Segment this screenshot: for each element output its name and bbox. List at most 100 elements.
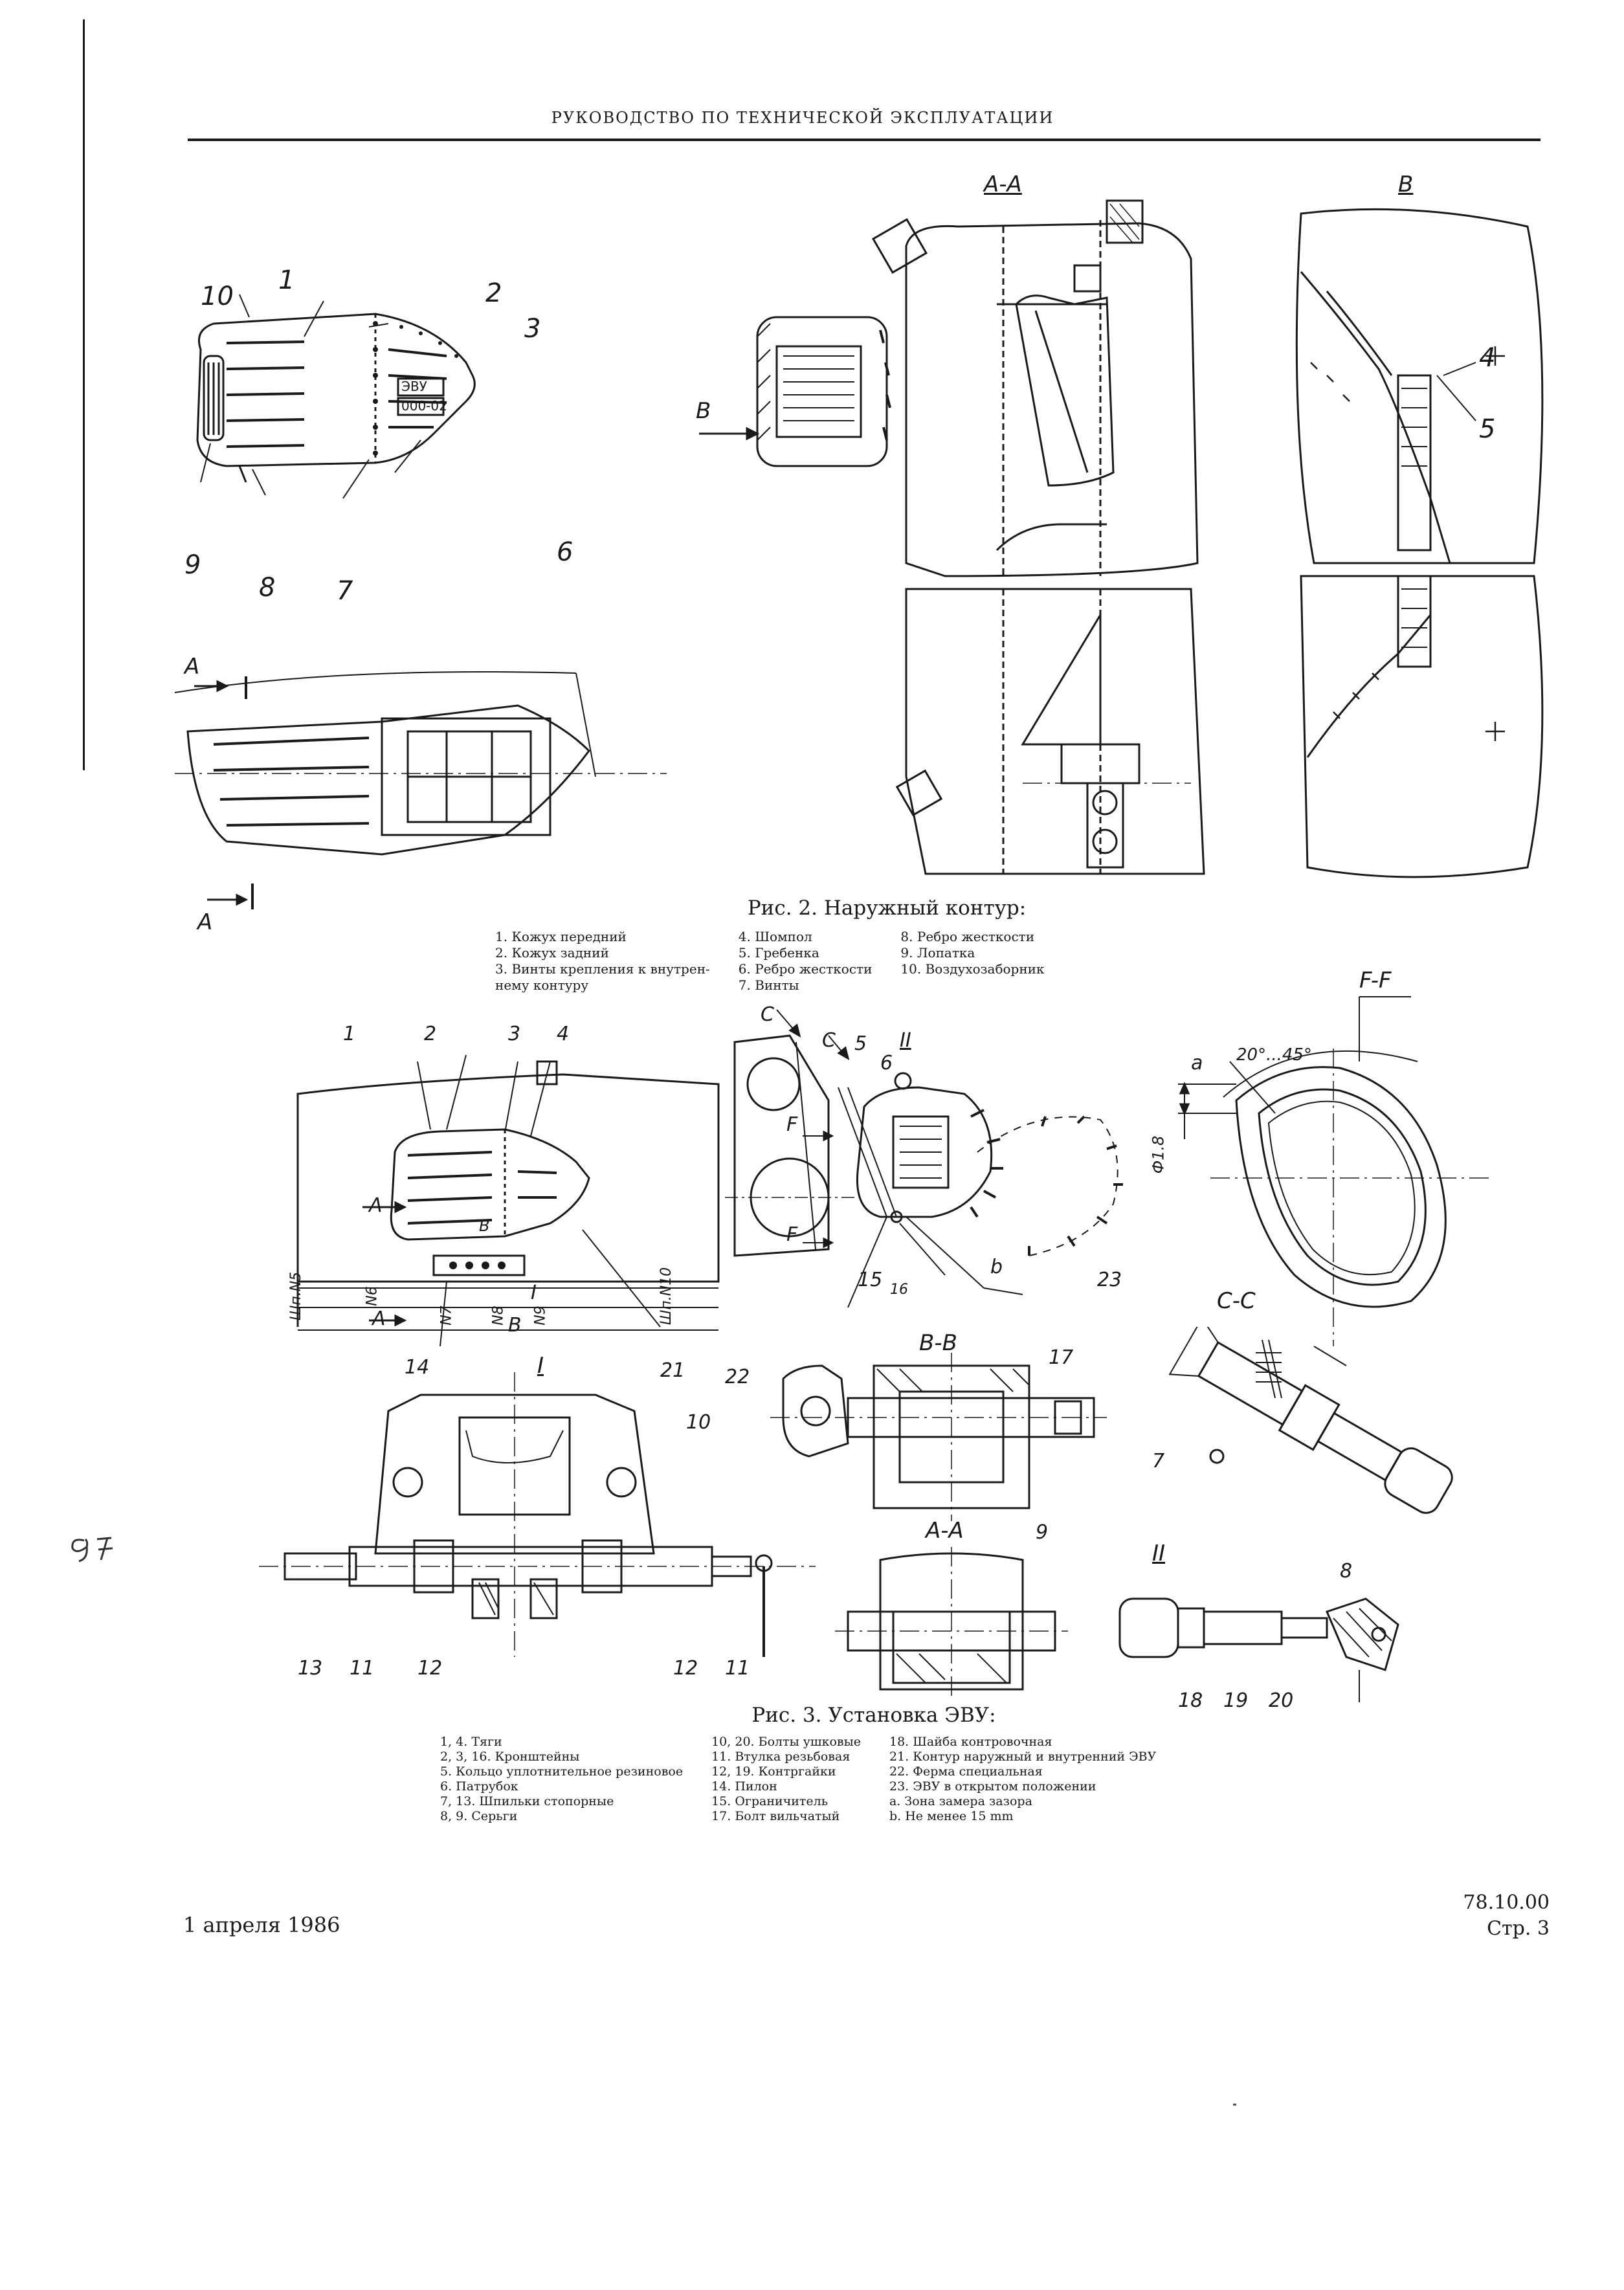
fig3-install-side: 1 2 3 4 А В А В I Шп.N5 N6 N7 N8 N9 Шп.N… (272, 1023, 725, 1398)
fig3-callout-7: 7 (1152, 1450, 1165, 1473)
fig3-legend-item: 1, 4. Тяги (440, 1735, 502, 1749)
fig3-legend: 1, 4. Тяги 2, 3, 16. Кронштейны 5. Кольц… (440, 1735, 1156, 1824)
footer-doc-code: 78.10.00 (1463, 1891, 1550, 1914)
fig3-legend-col-3: 18. Шайба контровочная 21. Контур наружн… (889, 1735, 1156, 1824)
fig3-section-ff: F-F a 20°...45° Ф1.8 (1149, 968, 1528, 1385)
fig3-legend-col-1: 1, 4. Тяги 2, 3, 16. Кронштейны 5. Кольц… (440, 1735, 683, 1824)
fig3-section-aa: А-А 9 (835, 1518, 1068, 1696)
fig2-legend-item: 9. Лопатка (900, 945, 975, 961)
fig3-arrow-c-2: С (822, 1029, 836, 1052)
handwritten-page-number (65, 1528, 129, 1569)
fig2-callout-9: 9 (184, 550, 201, 580)
fig3-frame-7: N7 (438, 1306, 455, 1326)
fig3-callout-12a: 12 (417, 1657, 443, 1680)
fig3-arrow-a-2: А (372, 1307, 386, 1330)
fig3-callout-1: 1 (343, 1023, 356, 1045)
fig2-arrow-a-top: А (184, 654, 200, 680)
fig2-legend-col-2: 4. Шомпол 5. Гребенка 6. Ребро жесткости… (739, 929, 873, 994)
fig3-callout-13: 13 (298, 1657, 323, 1680)
fig2-legend-item: 4. Шомпол (738, 929, 812, 944)
footer-code-block: 78.10.00 Стр. 3 (1463, 1890, 1550, 1942)
fig2-side-view: 10 1 2 3 ЭВУ 000-02 9 8 7 6 (175, 265, 667, 628)
fig2-callout-10: 10 (201, 282, 234, 311)
fig3-diameter: Ф1.8 (1149, 1135, 1168, 1174)
fig3-frame-9: N9 (532, 1306, 549, 1326)
fig3-legend-item: 8, 9. Серьги (440, 1809, 518, 1823)
fig3-legend-item: 6. Патрубок (440, 1779, 518, 1794)
footer-date: 1 апреля 1986 (183, 1913, 340, 1937)
fig3-callout-3: 3 (508, 1023, 521, 1045)
fig2-legend-item: нему контуру (495, 977, 589, 993)
fig3-callout-8: 8 (1340, 1560, 1353, 1583)
fig3-open-view: С С 5 6 II F F 15 16 b 23 22 (725, 1003, 1139, 1388)
fig2-section-aa-label: А-А (984, 172, 1022, 197)
fig2-callout-6: 6 (557, 537, 573, 567)
fig3-callout-6: 6 (880, 1052, 893, 1074)
fig2-legend-col-3: 8. Ребро жесткости 9. Лопатка 10. Воздух… (900, 929, 1044, 994)
fig3-frame-6: N6 (364, 1286, 381, 1306)
fig3-legend-item: 18. Шайба контровочная (889, 1735, 1052, 1749)
fig3-callout-16: 16 (890, 1282, 908, 1298)
fig3-callout-23: 23 (1097, 1269, 1122, 1291)
fig2-view-v: В 4 5 (1282, 162, 1560, 887)
fig3-view-2-marker: II (900, 1029, 911, 1052)
fig3-arrow-c-1: С (761, 1003, 774, 1026)
fig2-legend-col-1: 1. Кожух передний 2. Кожух задний 3. Вин… (495, 929, 710, 994)
fig3-arrow-f-1: F (786, 1113, 798, 1136)
fig3-legend-item: 14. Пилон (711, 1779, 777, 1794)
fig3-callout-22: 22 (725, 1366, 750, 1388)
fig2-arrow-v: В (696, 398, 711, 424)
fig3-arrow-b-1: В (479, 1217, 490, 1235)
scan-speck (1233, 2104, 1236, 2106)
fig3-legend-item: 23. ЭВУ в открытом положении (889, 1779, 1096, 1794)
fig3-callout-b: b (990, 1256, 1003, 1278)
running-header: РУКОВОДСТВО ПО ТЕХНИЧЕСКОЙ ЭКСПЛУАТАЦИИ (551, 109, 1054, 127)
fig2-callout-8: 8 (259, 573, 276, 603)
fig3-view-ii-label: II (1152, 1540, 1166, 1566)
fig3-section-bb: В-В 17 (770, 1330, 1107, 1521)
fig3-legend-item: a. Зона замера зазора (889, 1794, 1032, 1808)
fig3-legend-item: 17. Болт вильчатый (711, 1809, 840, 1823)
fig3-legend-item: 2, 3, 16. Кронштейны (440, 1750, 580, 1764)
fig3-callout-2: 2 (424, 1023, 437, 1045)
fig3-legend-item: b. Не менее 15 mm (889, 1809, 1014, 1823)
fig3-legend-item: 7, 13. Шпильки стопорные (440, 1794, 614, 1808)
fig3-callout-11a: 11 (350, 1657, 375, 1680)
fig3-callout-12b: 12 (673, 1657, 698, 1680)
fig3-arrow-f-2: F (786, 1223, 798, 1246)
fig3-legend-col-2: 10, 20. Болты ушковые 11. Втулка резьбов… (711, 1735, 861, 1824)
fig3-legend-item: 10, 20. Болты ушковые (711, 1735, 861, 1749)
fig3-caption: Рис. 3. Установка ЭВУ: (751, 1704, 996, 1727)
fig3-callout-18: 18 (1178, 1689, 1203, 1712)
fig2-plate-bottom: 000-02 (401, 398, 447, 414)
fig3-callout-17: 17 (1049, 1346, 1074, 1369)
fig3-section-bb-label: В-В (919, 1330, 957, 1356)
fig2-view-v-label: В (1398, 172, 1414, 197)
fig2-plan-view: А А (175, 654, 667, 935)
fig3-legend-item: 22. Ферма специальная (889, 1764, 1043, 1779)
fig2-callout-7: 7 (337, 576, 353, 606)
fig3-frame-8: N8 (490, 1306, 507, 1326)
fig2-arrow-a-bottom: А (197, 909, 213, 935)
fig3-callout-10: 10 (686, 1411, 711, 1434)
fig3-callout-11b: 11 (725, 1657, 750, 1680)
fig3-section-aa-label: А-А (926, 1518, 964, 1544)
fig3-callout-14: 14 (405, 1356, 430, 1379)
header-rule (188, 139, 1541, 141)
fig2-callout-4: 4 (1479, 343, 1496, 373)
fig3-section-cc-label: C-C (1217, 1288, 1256, 1314)
fig2-legend-item: 5. Гребенка (738, 945, 819, 961)
fig3-legend-item: 12, 19. Контргайки (711, 1764, 836, 1779)
fig3-section-cc: C-C 7 (1152, 1288, 1476, 1521)
fig3-callout-20: 20 (1269, 1689, 1294, 1712)
fig3-angle: 20°...45° (1236, 1045, 1312, 1065)
fig2-callout-1: 1 (278, 265, 295, 295)
fig3-arrow-b-2: В (508, 1314, 522, 1337)
fig3-section-ff-label: F-F (1359, 968, 1392, 994)
fig2-plate-top: ЭВУ (401, 379, 427, 394)
page-margin-line (83, 19, 85, 770)
fig3-arrow-a-1: А (369, 1194, 383, 1217)
fig2-legend-item: 10. Воздухозаборник (900, 961, 1045, 977)
fig3-callout-5: 5 (854, 1032, 867, 1055)
fig2-callout-5: 5 (1479, 414, 1496, 444)
